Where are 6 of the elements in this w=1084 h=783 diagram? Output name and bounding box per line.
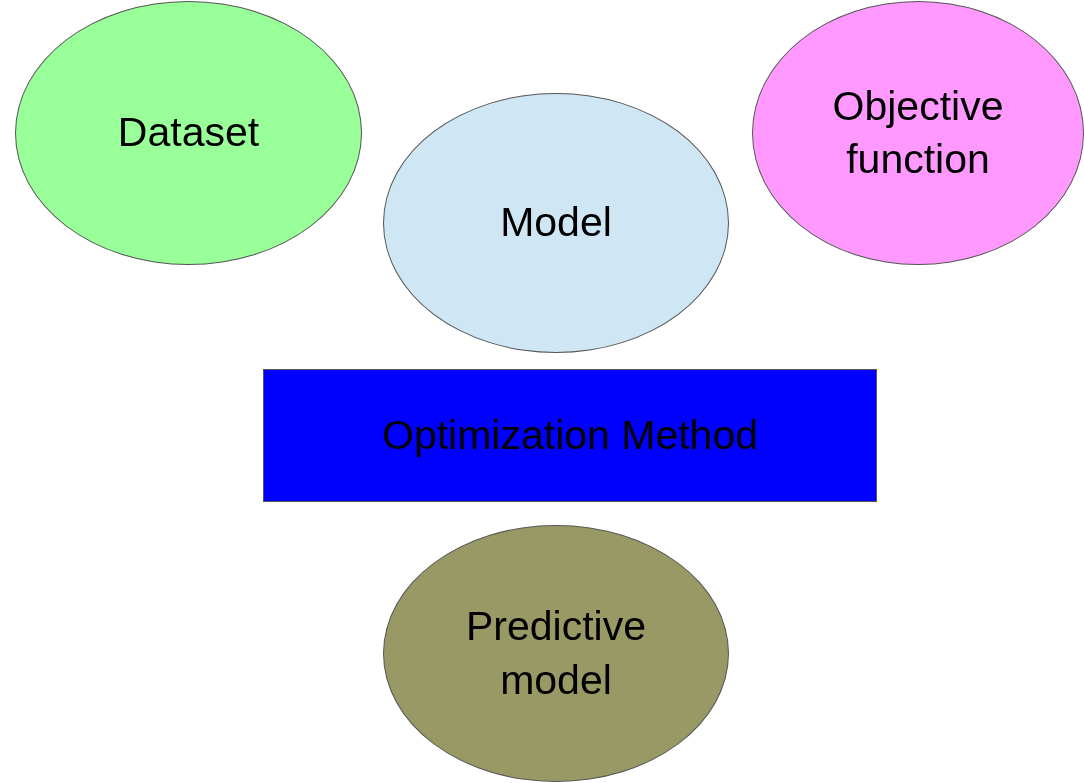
node-label: Dataset xyxy=(117,108,260,158)
node-label: Objective function xyxy=(831,81,1005,184)
node-label: Model xyxy=(500,198,612,248)
node-label: Optimization Method xyxy=(382,410,758,460)
process-box xyxy=(263,369,877,502)
node-label: Predictive model xyxy=(465,602,647,705)
